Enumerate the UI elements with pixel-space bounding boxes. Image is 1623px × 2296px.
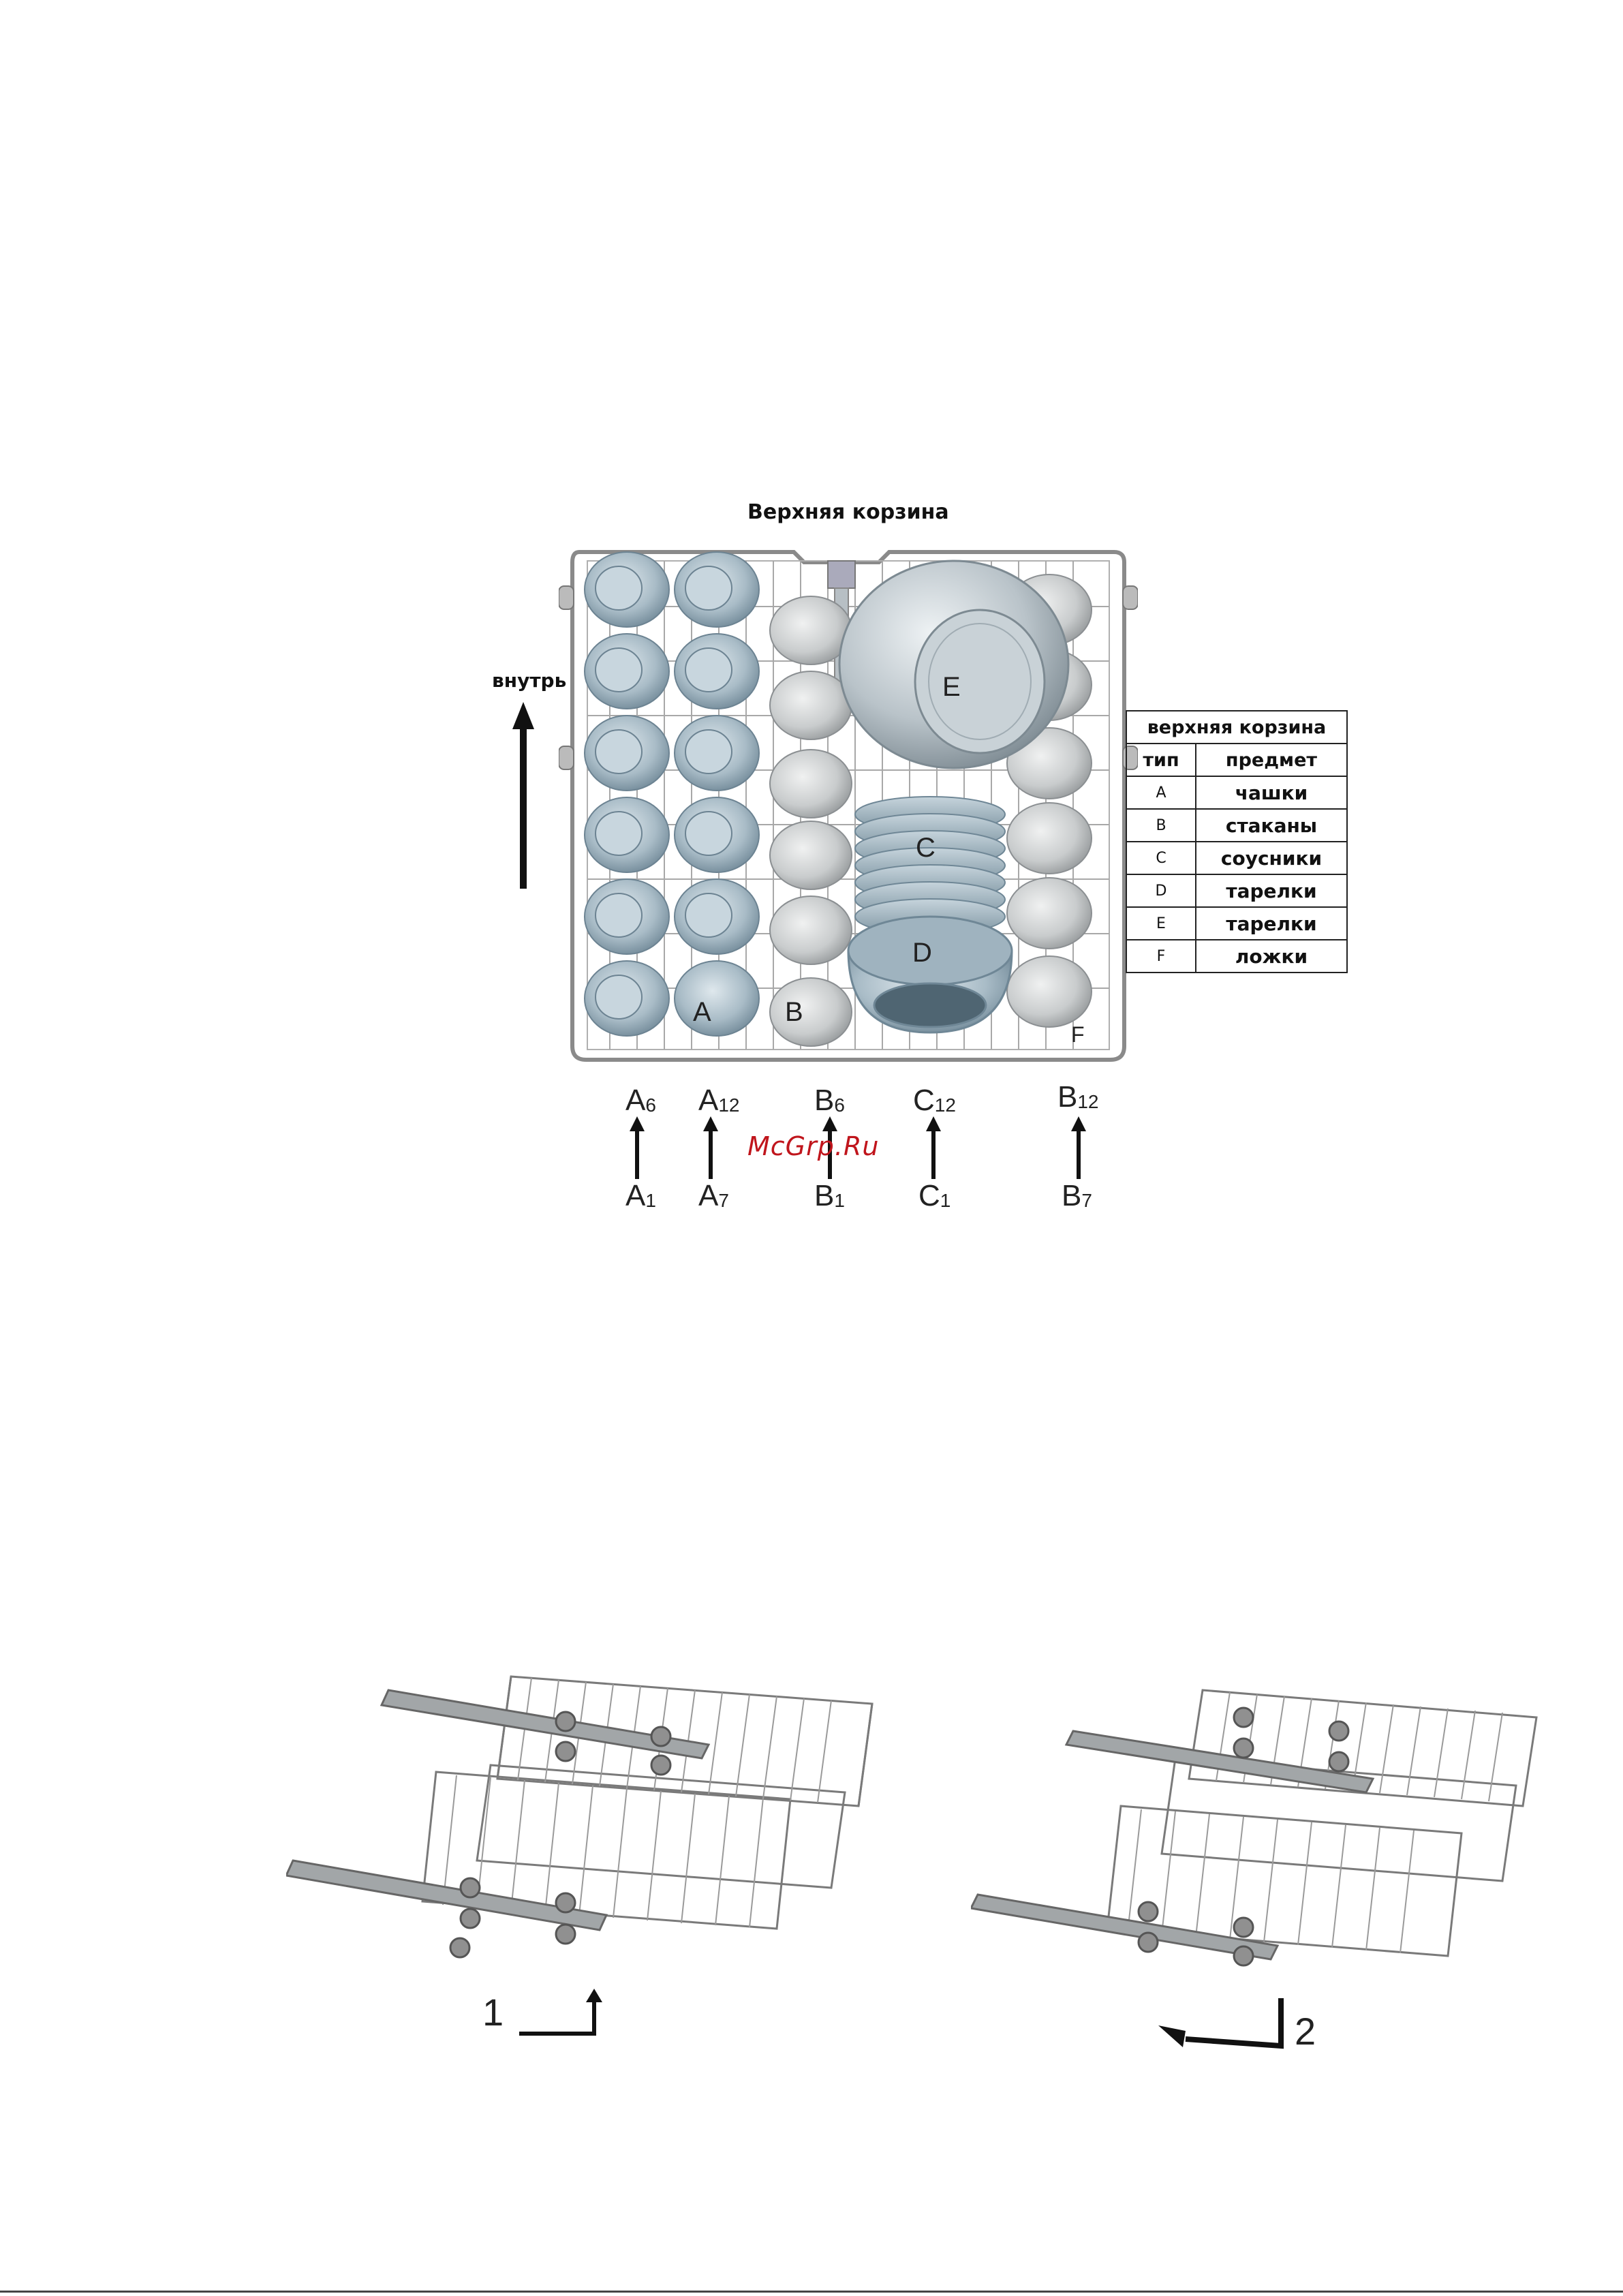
- page-bottom-rule: [0, 2291, 1623, 2293]
- slot-bottom-1: A1: [625, 1179, 656, 1213]
- slot-top-3: B6: [814, 1084, 845, 1118]
- step-2-arrow-icon: [1158, 1997, 1288, 2051]
- step-1-label: 1: [482, 1990, 504, 2034]
- item-label-d: D: [912, 938, 932, 968]
- item-label-f: F: [1071, 1022, 1085, 1047]
- slot-top-4: C12: [913, 1084, 956, 1118]
- upper-basket-illustration: [559, 542, 1138, 1073]
- item-label-e: E: [942, 672, 961, 703]
- slot-bottom-5: B7: [1062, 1179, 1092, 1213]
- slot-bottom-3: B1: [814, 1179, 845, 1213]
- legend-col-type: тип: [1126, 744, 1196, 776]
- slot-top-5: B12: [1057, 1080, 1099, 1114]
- step-2-label: 2: [1295, 2009, 1316, 2053]
- item-label-b: B: [785, 997, 803, 1028]
- inside-label: внутрь: [492, 669, 566, 692]
- legend-col-item: предмет: [1196, 744, 1347, 776]
- item-label-c: C: [916, 833, 936, 863]
- basket-adjust-illustration-1: [286, 1663, 886, 1976]
- slot-top-2: A12: [698, 1084, 740, 1118]
- step-1-arrow-icon: [518, 1989, 606, 2043]
- inside-arrow-icon: [510, 702, 537, 889]
- item-label-a: A: [693, 997, 711, 1028]
- basket-adjust-illustration-2: [971, 1677, 1550, 1990]
- basket-title: Верхняя корзина: [747, 500, 949, 524]
- slot-bottom-2: A7: [698, 1179, 729, 1213]
- slot-bottom-4: C1: [918, 1179, 950, 1213]
- legend-title: верхняя корзина: [1126, 711, 1347, 744]
- slot-top-1: A6: [625, 1084, 656, 1118]
- watermark: McGrp.Ru: [747, 1131, 879, 1161]
